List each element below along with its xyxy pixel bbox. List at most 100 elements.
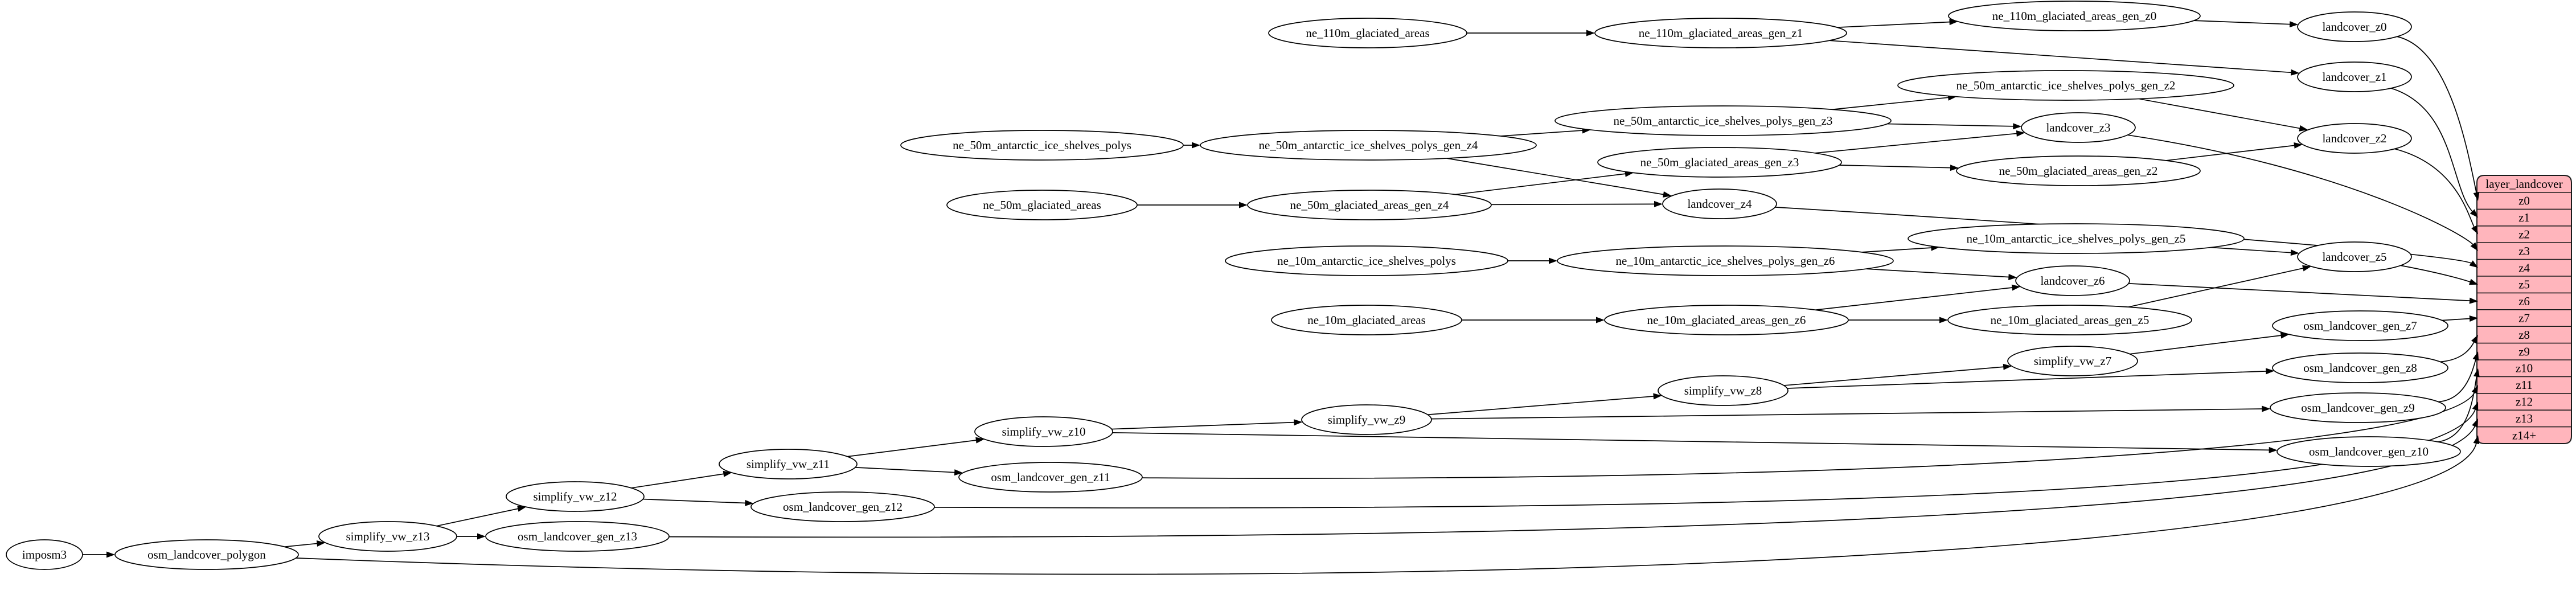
arrowhead-icon	[1596, 317, 1605, 323]
node-ne_50m_glaciated_areas: ne_50m_glaciated_areas	[946, 190, 1138, 220]
edge-simplify_vw_z10-to-osm_landcover_gen_z10	[1112, 432, 2278, 453]
node-shape	[1557, 245, 1894, 276]
arrowhead-icon	[2473, 435, 2480, 445]
node-shape	[2015, 265, 2130, 296]
edge-ne_110m_glaciated_areas_gen_z1-to-ne_110m_glaciated_areas_gen_z0	[1837, 19, 1958, 28]
arrowhead-icon	[2003, 363, 2012, 370]
node-simplify_vw_z12: simplify_vw_z12	[506, 481, 645, 512]
node-label: landcover_z0	[2322, 20, 2386, 34]
edge-simplify_vw_z8-to-simplify_vw_z7	[1783, 363, 2012, 386]
table-row-z0: z0	[2518, 194, 2530, 208]
edge-osm_landcover_polygon-to-row:z14+	[296, 435, 2480, 575]
table-row-z7: z7	[2518, 311, 2530, 325]
arrowhead-icon	[2290, 249, 2300, 256]
edge-simplify_vw_z12-to-osm_landcover_gen_z12	[643, 498, 754, 506]
edge-landcover_z4-to-row:z4	[1775, 207, 2478, 268]
edge-imposm3-to-osm_landcover_polygon	[83, 551, 115, 558]
node-imposm3: imposm3	[6, 539, 83, 570]
edge-osm_landcover_gen_z7-to-row:z7	[2442, 315, 2478, 322]
arrowhead-icon	[2469, 297, 2478, 304]
node-ne_50m_antarctic_ice_shelves_polys_gen_z2: ne_50m_antarctic_ice_shelves_polys_gen_z…	[1897, 70, 2234, 101]
node-shape	[2270, 392, 2446, 423]
edge-ne_10m_glaciated_areas_gen_z6-to-ne_10m_glaciated_areas_gen_z5	[1848, 317, 1948, 323]
node-label: osm_landcover_gen_z8	[2303, 361, 2417, 375]
edge-landcover_z5-to-row:z5	[2400, 265, 2478, 285]
edge-ne_50m_antarctic_ice_shelves_polys-to-ne_50m_antarctic_ice_shelves_polys_gen_z4	[1183, 142, 1200, 149]
node-shape	[946, 190, 1138, 220]
arrowhead-icon	[2472, 401, 2479, 411]
node-ne_50m_glaciated_areas_gen_z3: ne_50m_glaciated_areas_gen_z3	[1597, 147, 1842, 178]
node-label: osm_landcover_polygon	[147, 548, 266, 561]
table-row-z3: z3	[2518, 244, 2530, 258]
node-landcover_z5: landcover_z5	[2297, 241, 2412, 272]
arrowhead-icon	[2011, 284, 2021, 291]
node-simplify_vw_z9: simplify_vw_z9	[1301, 404, 1432, 435]
arrowhead-icon	[2269, 446, 2278, 453]
edge-ne_50m_antarctic_ice_shelves_polys_gen_z2-to-landcover_z2	[2138, 98, 2308, 132]
node-shape	[485, 521, 670, 552]
arrowhead-icon	[517, 506, 527, 512]
node-label: landcover_z3	[2046, 121, 2110, 134]
node-simplify_vw_z13: simplify_vw_z13	[318, 521, 457, 552]
edge-simplify_vw_z11-to-simplify_vw_z10	[847, 437, 985, 457]
arrowhead-icon	[2013, 123, 2022, 130]
node-label: ne_10m_antarctic_ice_shelves_polys_gen_z…	[1967, 232, 2186, 245]
node-shape	[2297, 241, 2412, 272]
node-osm_landcover_gen_z7: osm_landcover_gen_z7	[2272, 310, 2448, 341]
edge-simplify_vw_z12-to-simplify_vw_z11	[631, 470, 732, 489]
node-shape	[2297, 123, 2412, 154]
node-simplify_vw_z11: simplify_vw_z11	[719, 449, 858, 479]
arrowhead-icon	[2469, 278, 2478, 285]
node-label: simplify_vw_z11	[746, 457, 830, 471]
edge-ne_50m_glaciated_areas_gen_z4-to-landcover_z4	[1491, 200, 1663, 207]
node-shape	[1897, 70, 2234, 101]
edge-ne_50m_antarctic_ice_shelves_polys_gen_z3-to-landcover_z3	[1887, 123, 2022, 130]
node-osm_landcover_polygon: osm_landcover_polygon	[114, 539, 299, 570]
arrowhead-icon	[2469, 260, 2478, 268]
node-shape	[750, 491, 935, 522]
arrowhead-icon	[2472, 351, 2479, 361]
node-label: simplify_vw_z12	[534, 490, 617, 503]
edge-ne_50m_glaciated_areas_gen_z2-to-landcover_z2	[2165, 142, 2303, 161]
node-shape	[506, 481, 645, 512]
node-shape	[2007, 346, 2138, 376]
arrowhead-icon	[1950, 165, 1959, 171]
arrowhead-icon	[1294, 419, 1303, 426]
node-shape	[958, 462, 1143, 493]
node-osm_landcover_gen_z8: osm_landcover_gen_z8	[2272, 352, 2448, 383]
node-ne_50m_glaciated_areas_gen_z2: ne_50m_glaciated_areas_gen_z2	[1956, 155, 2201, 186]
node-shape	[1247, 190, 1492, 220]
node-ne_10m_antarctic_ice_shelves_polys_gen_z6: ne_10m_antarctic_ice_shelves_polys_gen_z…	[1557, 245, 1894, 276]
node-landcover_z4: landcover_z4	[1662, 188, 1777, 219]
arrowhead-icon	[954, 469, 963, 476]
edge-landcover_z2-to-row:z2	[2394, 148, 2478, 235]
edge-ne_10m_antarctic_ice_shelves_polys_gen_z6-to-landcover_z6	[1866, 268, 2017, 281]
edge-ne_50m_antarctic_ice_shelves_polys_gen_z4-to-ne_50m_antarctic_ice_shelves_polys_gen_z3	[1500, 127, 1591, 137]
edge-landcover_z3-to-row:z3	[2127, 134, 2478, 251]
arrowhead-icon	[2008, 274, 2017, 281]
table-layer_landcover: layer_landcoverz0z1z2z3z4z5z6z7z8z9z10z1…	[2476, 175, 2572, 444]
edge-ne_10m_glaciated_areas-to-ne_10m_glaciated_areas_gen_z6	[1462, 317, 1605, 323]
arrowhead-icon	[2469, 315, 2478, 322]
arrowhead-icon	[2471, 225, 2478, 235]
arrowhead-icon	[1949, 19, 1958, 26]
arrowhead-icon	[2473, 368, 2480, 378]
node-shape	[1301, 404, 1432, 435]
arrowhead-icon	[1653, 393, 1662, 400]
node-label: ne_10m_glaciated_areas_gen_z6	[1647, 313, 1806, 327]
arrowhead-icon	[2470, 209, 2478, 218]
node-label: landcover_z1	[2322, 70, 2386, 84]
node-landcover_z2: landcover_z2	[2297, 123, 2412, 154]
edge-ne_50m_antarctic_ice_shelves_polys_gen_z3-to-ne_50m_antarctic_ice_shelves_polys_gen_z2	[1832, 94, 1957, 110]
node-shape	[1604, 305, 1849, 335]
edge-ne_10m_glaciated_areas_gen_z6-to-landcover_z6	[1815, 284, 2021, 311]
node-osm_landcover_gen_z10: osm_landcover_gen_z10	[2276, 436, 2461, 467]
table-row-z6: z6	[2518, 294, 2530, 308]
node-label: landcover_z2	[2322, 132, 2386, 145]
node-ne_10m_glaciated_areas: ne_10m_glaciated_areas	[1271, 305, 1462, 335]
node-label: simplify_vw_z13	[346, 530, 430, 543]
arrowhead-icon	[2016, 130, 2025, 137]
edge-simplify_vw_z9-to-simplify_vw_z8	[1428, 393, 1662, 416]
